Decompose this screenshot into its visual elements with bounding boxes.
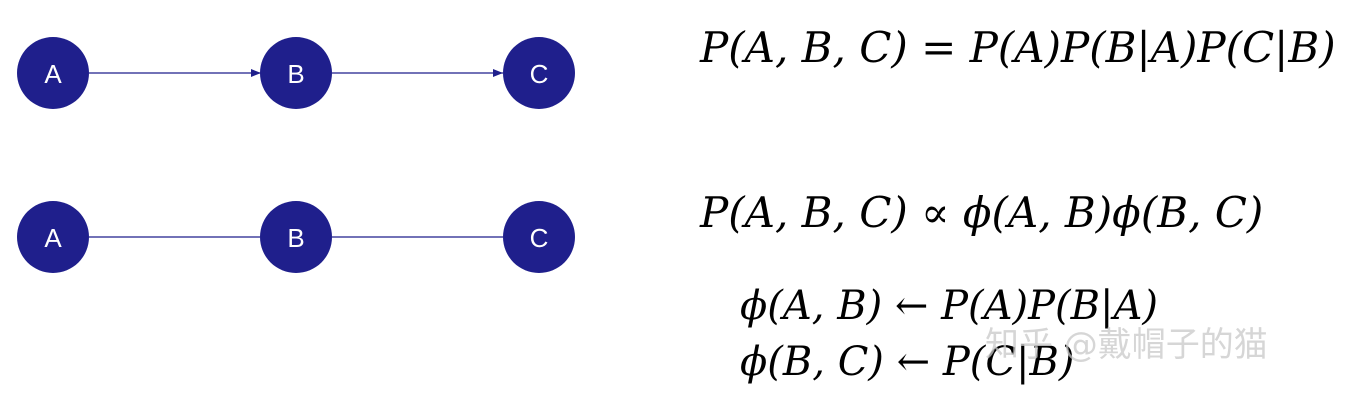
directed-node-b: B — [260, 37, 332, 109]
undirected-graph: A B C — [17, 201, 575, 273]
undirected-node-c: C — [503, 201, 575, 273]
undirected-node-a: A — [17, 201, 89, 273]
directed-node-a: A — [17, 37, 89, 109]
factor-ab-formula: ϕ(A, B) ← P(A)P(B|A) — [740, 283, 1159, 329]
undirected-factorization-formula: P(A, B, C) ∝ ϕ(A, B)ϕ(B, C) — [700, 188, 1264, 237]
directed-node-c: C — [503, 37, 575, 109]
undirected-node-a-label: A — [44, 223, 62, 253]
undirected-node-c-label: C — [530, 223, 549, 253]
watermark-text: 知乎 @戴帽子的猫 — [985, 325, 1268, 365]
directed-node-a-label: A — [44, 59, 62, 89]
directed-node-c-label: C — [530, 59, 549, 89]
undirected-node-b-label: B — [287, 223, 304, 253]
factor-bc-formula: ϕ(B, C) ← P(C|B) — [740, 339, 1075, 385]
directed-graph: A B C — [17, 37, 575, 109]
undirected-node-b: B — [260, 201, 332, 273]
directed-factorization-formula: P(A, B, C) = P(A)P(B|A)P(C|B) — [700, 23, 1336, 72]
directed-node-b-label: B — [287, 59, 304, 89]
